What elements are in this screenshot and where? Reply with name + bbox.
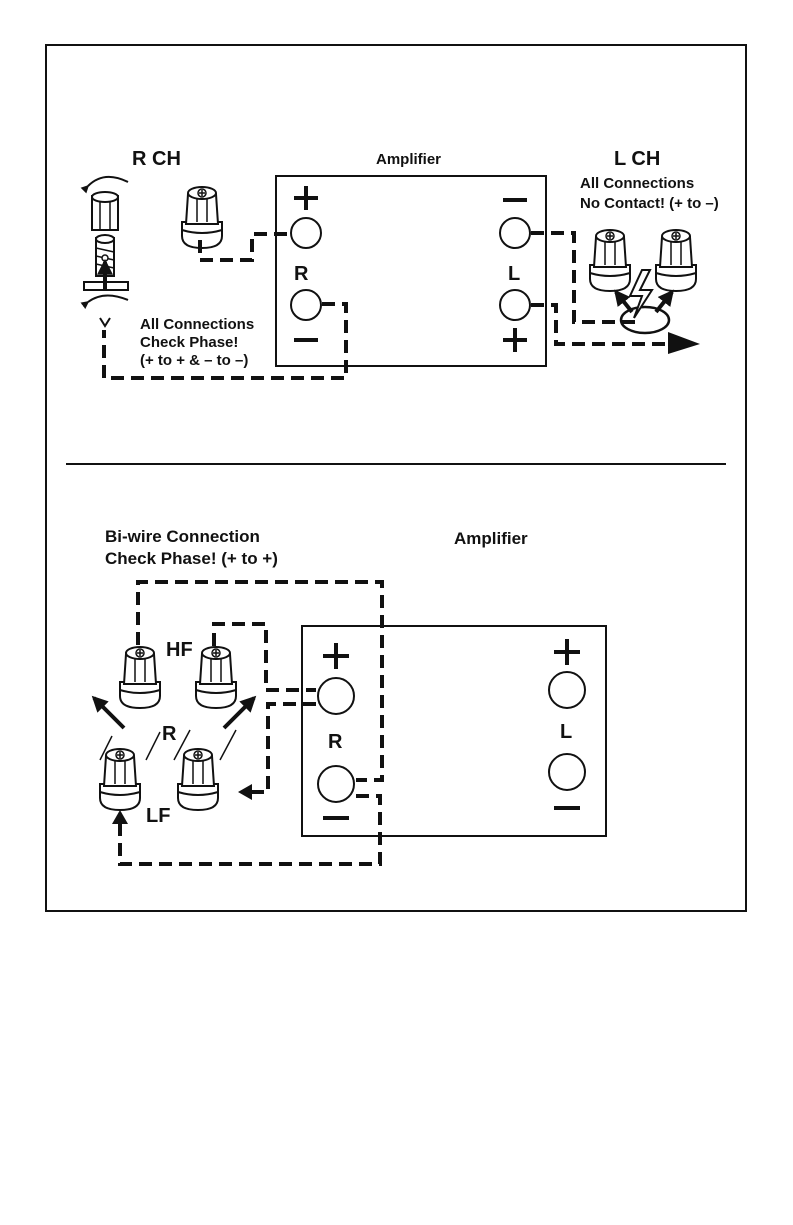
binding-post-icon [590,230,630,291]
amp-l-label-top: L [508,263,520,285]
binding-post-icon [656,230,696,291]
rch-label: R CH [132,148,181,170]
amplifier-label-top: Amplifier [376,151,441,168]
binding-post-icon [178,749,218,810]
amplifier-box-top [276,176,546,366]
terminal-r-plus [291,218,321,248]
binding-post-icon [120,647,160,708]
top-section: R CH Amplifier L CH All Connections No C… [84,148,719,378]
biwire-heading-line2: Check Phase! (+ to +) [105,549,278,568]
biwire-heading-line1: Bi-wire Connection [105,527,260,546]
r-speaker-label: R [162,723,177,745]
guide-line [146,732,160,760]
arrow-icon [656,292,672,312]
arrow-icon [668,332,700,354]
terminal-l-plus [549,672,585,708]
arrow-icon [238,784,252,800]
note-left-line2: Check Phase! [140,334,238,351]
binding-post-icon [100,749,140,810]
amp-r-label-top: R [294,263,309,285]
amplifier-label-bottom: Amplifier [454,529,528,548]
lch-label: L CH [614,148,660,170]
guide-line [220,730,236,760]
lf-label: LF [146,805,170,827]
amp-r-label-bottom: R [328,731,343,753]
note-left-line1: All Connections [140,316,254,333]
binding-post-icon [196,647,236,708]
arrow-icon [112,810,128,824]
terminal-r-plus [318,678,354,714]
bottom-section: Bi-wire Connection Check Phase! (+ to +)… [94,527,606,864]
note-right-line2: No Contact! (+ to –) [580,195,719,212]
note-left-line3: (+ to + & – to –) [140,352,248,369]
note-right-line1: All Connections [580,175,694,192]
terminal-l-plus [500,290,530,320]
terminal-r-minus [318,766,354,802]
terminal-l-minus [500,218,530,248]
hf-label: HF [166,639,193,661]
terminal-l-minus [549,754,585,790]
binding-post-icon [182,187,222,248]
amp-l-label-bottom: L [560,721,572,743]
binding-post-icon [84,177,128,326]
terminal-r-minus [291,290,321,320]
arrow-icon [94,698,124,728]
